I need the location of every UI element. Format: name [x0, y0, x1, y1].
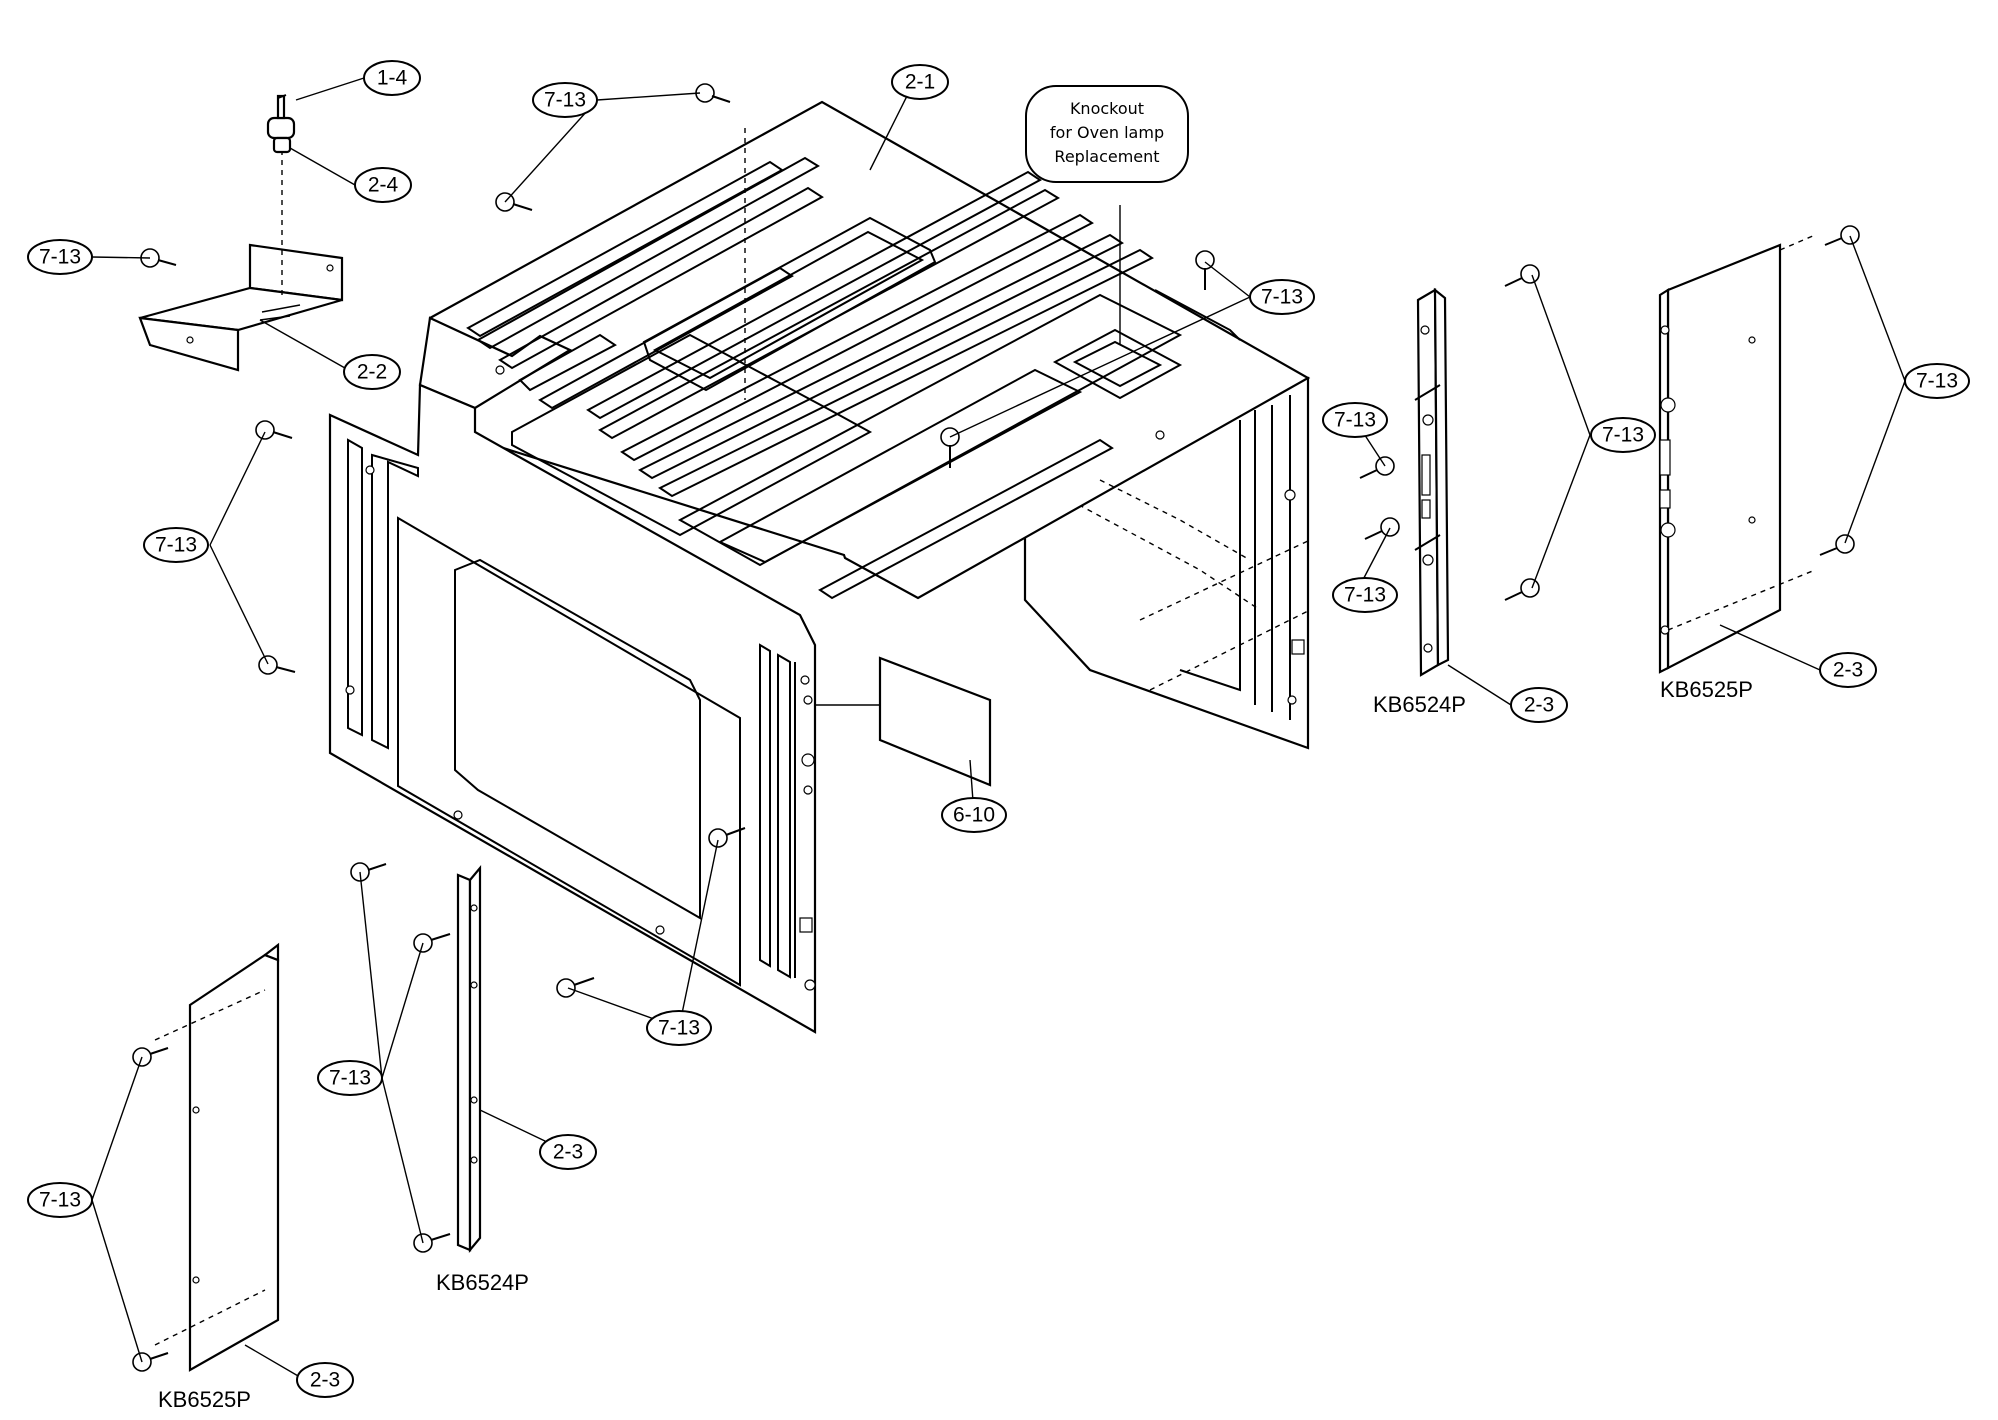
knockout-note: Knockout for Oven lamp Replacement: [1025, 85, 1189, 183]
callout-label: 6-10: [953, 804, 995, 827]
callout-label: 2-3: [1833, 659, 1863, 682]
model-label-kb6525p-right: KB6525P: [1660, 677, 1753, 702]
screw-icon: [132, 1352, 169, 1372]
callout-7-13: 7-13: [1332, 577, 1398, 613]
callout-2-2: 2-2: [343, 354, 401, 390]
note-line-1: Knockout: [1070, 99, 1144, 118]
callout-label: 2-3: [1524, 694, 1554, 717]
callout-7-13: 7-13: [532, 82, 598, 118]
label-6-10: [878, 656, 992, 787]
note-line-2: for Oven lamp: [1050, 123, 1164, 142]
callout-2-3: 2-3: [539, 1134, 597, 1170]
screw-icon: [1504, 264, 1540, 287]
callout-label: 7-13: [1261, 286, 1303, 309]
callout-2-4: 2-4: [354, 167, 412, 203]
screw-icon: [1364, 517, 1400, 540]
callout-7-13: 7-13: [646, 1010, 712, 1046]
callout-7-13: 7-13: [1249, 279, 1315, 315]
callout-label: 7-13: [1916, 370, 1958, 393]
model-label-kb6524p-front: KB6524P: [436, 1270, 529, 1295]
callout-label: 7-13: [155, 534, 197, 557]
callout-label: 7-13: [1334, 409, 1376, 432]
callout-label: 7-13: [1602, 424, 1644, 447]
callout-1-4: 1-4: [363, 60, 421, 96]
bracket-front: [138, 316, 240, 372]
callout-label: 2-4: [368, 174, 399, 197]
callout-label: 7-13: [1344, 584, 1386, 607]
screw-icon: [495, 192, 533, 212]
callout-7-13: 7-13: [27, 1182, 93, 1218]
screw-icon: [556, 977, 595, 998]
callout-label: 1-4: [377, 67, 408, 90]
bracket-2-2: [138, 243, 344, 372]
side-panel-kb6525p-front: [154, 942, 280, 1372]
screw-icon: [1195, 250, 1215, 290]
callout-2-3: 2-3: [1510, 687, 1568, 723]
screw-icon: [695, 83, 731, 103]
callout-2-3: 2-3: [1819, 652, 1877, 688]
screw-icon: [708, 827, 746, 848]
callout-label: 2-3: [310, 1369, 340, 1392]
callout-label: 7-13: [39, 246, 81, 269]
screw-icon: [413, 1233, 451, 1253]
callout-7-13: 7-13: [27, 239, 93, 275]
callout-7-13: 7-13: [143, 527, 209, 563]
callout-label: 2-3: [553, 1141, 583, 1164]
front-recess-outer: [397, 516, 741, 987]
trim-strip-kb6524p-right: [1414, 287, 1450, 677]
callout-label: 7-13: [544, 89, 586, 112]
callout-7-13: 7-13: [1590, 417, 1656, 453]
screw-icon: [413, 933, 451, 953]
side-panel-kb6525p-right: [1658, 234, 1816, 674]
screw-icon: [1359, 456, 1395, 479]
screw-icon: [132, 1047, 169, 1067]
screw-icon: [350, 862, 387, 882]
screw-icon: [255, 420, 293, 440]
screw-icon: [1819, 534, 1855, 556]
front-recess-inner: [454, 558, 701, 920]
callout-label: 2-1: [905, 71, 935, 94]
callout-label: 7-13: [39, 1189, 81, 1212]
top-recess-front: [677, 293, 1183, 567]
callout-label: 2-2: [357, 361, 387, 384]
top-recess-mid: [511, 333, 873, 537]
cabinet-wrap-2-1: [328, 100, 1311, 1034]
callout-label: 7-13: [658, 1017, 700, 1040]
lamp-socket-2-4: [266, 94, 296, 300]
screw-icon: [258, 655, 296, 675]
note-line-3: Replacement: [1054, 147, 1159, 166]
callout-7-13: 7-13: [1904, 363, 1970, 399]
callout-6-10: 6-10: [941, 797, 1007, 833]
callout-2-1: 2-1: [891, 64, 949, 100]
callout-7-13: 7-13: [317, 1060, 383, 1096]
screw-icon: [1824, 225, 1860, 246]
screw-icon: [1504, 578, 1540, 601]
model-label-kb6524p-right: KB6524P: [1373, 692, 1466, 717]
callout-7-13: 7-13: [1322, 402, 1388, 438]
knockout-oven-lamp: [1052, 328, 1183, 400]
model-label-kb6525p-front: KB6525P: [158, 1387, 251, 1412]
cabinet-front-panel: [328, 383, 817, 1034]
top-recess-left: [642, 216, 937, 392]
trim-strip-kb6524p-front: [456, 864, 482, 1254]
callout-label: 7-13: [329, 1067, 371, 1090]
callout-2-3: 2-3: [296, 1362, 354, 1398]
